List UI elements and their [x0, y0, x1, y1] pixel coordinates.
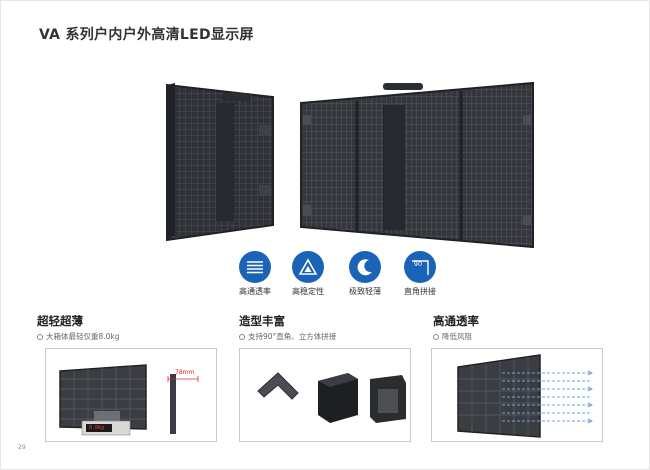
bullet-icon: [239, 334, 245, 340]
bullet-icon: [37, 334, 43, 340]
section-subtitle-text: 大箱体最轻仅重8.0kg: [46, 332, 120, 341]
right-angle-icon: 90: [404, 251, 436, 283]
section-shapes: 造型丰富 支持90°直角、立方体拼接: [239, 313, 336, 342]
feature-label: 高通透率: [239, 287, 271, 296]
crescent-icon: [349, 251, 381, 283]
bullet-icon: [433, 334, 439, 340]
section-lightweight: 超轻超薄 大箱体最轻仅重8.0kg: [37, 313, 120, 342]
triangle-icon: [292, 251, 324, 283]
section-subtitle: 降低风阻: [433, 331, 479, 342]
lines-icon: [239, 251, 271, 283]
feature-item: 高通透率: [225, 251, 285, 297]
section-subtitle: 大箱体最轻仅重8.0kg: [37, 331, 120, 342]
transparency-image: [431, 348, 603, 442]
section-subtitle: 支持90°直角、立方体拼接: [239, 331, 336, 342]
feature-label: 高稳定性: [292, 287, 324, 296]
page-title: VA 系列户内户外高清LED显示屏: [39, 27, 254, 43]
feature-label: 直角拼接: [404, 287, 436, 296]
lightweight-image: 8.0kg 78mm: [45, 348, 217, 442]
section-title: 高通透率: [433, 314, 479, 328]
section-title: 造型丰富: [239, 314, 285, 328]
feature-icons-row: 高通透率 高稳定性 极致轻薄 90 直角拼接: [225, 251, 445, 301]
shapes-image: [239, 348, 411, 442]
section-subtitle-text: 支持90°直角、立方体拼接: [248, 332, 337, 341]
section-title: 超轻超薄: [37, 314, 83, 328]
feature-item: 90 直角拼接: [390, 251, 450, 297]
scale-reading: 8.0kg: [89, 425, 105, 431]
feature-item: 极致轻薄: [335, 251, 395, 297]
right-angle-value: 90: [413, 260, 423, 268]
section-transparency: 高通透率 降低风阻: [433, 313, 479, 342]
feature-item: 高稳定性: [278, 251, 338, 297]
dimension-label: 78mm: [175, 369, 195, 376]
led-cabinet-hero-image: [166, 81, 534, 249]
feature-label: 极致轻薄: [349, 287, 381, 296]
section-subtitle-text: 降低风阻: [442, 332, 472, 341]
page-number: 29: [18, 444, 26, 451]
